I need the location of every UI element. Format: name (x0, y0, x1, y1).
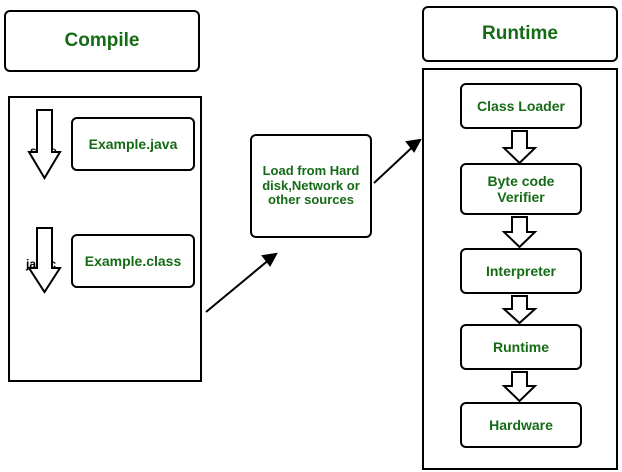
compile-section-frame (8, 96, 202, 382)
runtime-box-hardware: Hardware (460, 402, 582, 448)
runtime-box-byte-code-verifier: Byte code Verifier (460, 163, 582, 215)
load-source-label: Load from Hard disk,Network or other sou… (262, 162, 360, 208)
runtime-title-box: Runtime (422, 6, 618, 62)
compile-to-load-arrow (205, 252, 278, 313)
load-source-box: Load from Hard disk,Network or other sou… (250, 134, 372, 238)
runtime-box-label: Class Loader (477, 97, 565, 114)
runtime-box-label: Byte code Verifier (487, 172, 555, 205)
runtime-box-label: Runtime (493, 338, 549, 355)
runtime-box-label: Hardware (489, 416, 553, 433)
runtime-section-frame (422, 68, 618, 470)
load-to-runtime-arrow (373, 138, 422, 184)
compile-box-example-java: Example.java (71, 117, 195, 171)
compile-title-box: Compile (4, 10, 200, 72)
runtime-box-label: Interpreter (485, 262, 557, 279)
arrow-label-save: save (30, 144, 57, 158)
compile-box-label: Example.java (88, 135, 178, 152)
runtime-box-interpreter: Interpreter (460, 248, 582, 294)
compile-box-label: Example.class (84, 252, 182, 269)
arrow-label-javac: javac (26, 257, 57, 271)
runtime-box-class-loader: Class Loader (460, 83, 582, 129)
compile-title-label: Compile (64, 30, 140, 52)
runtime-box-runtime: Runtime (460, 324, 582, 370)
runtime-title-label: Runtime (482, 23, 558, 45)
compile-box-example-class: Example.class (71, 234, 195, 288)
